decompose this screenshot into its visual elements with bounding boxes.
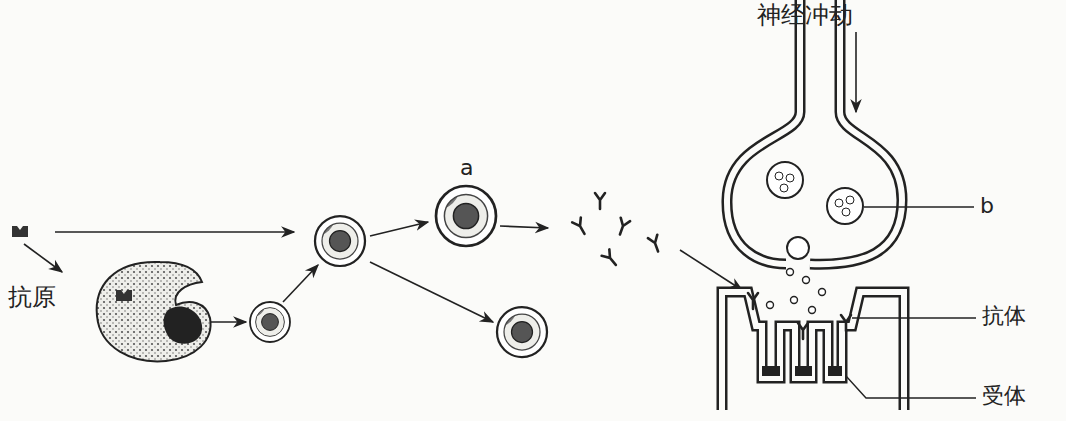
transmitter xyxy=(767,269,826,314)
macrophage xyxy=(97,262,211,361)
vesicle-label: b xyxy=(980,194,994,218)
antigen-label: 抗原 xyxy=(8,284,56,310)
t-cell xyxy=(250,302,290,342)
presynaptic-terminal xyxy=(727,0,902,264)
antibody-label: 抗体 xyxy=(982,304,1026,328)
antibodies xyxy=(572,193,663,268)
plasma-cell xyxy=(436,186,496,246)
cell-label: a xyxy=(460,156,473,180)
postsynaptic-membrane xyxy=(722,292,904,410)
bound-antibodies xyxy=(748,293,851,339)
leader-lines xyxy=(846,207,976,398)
memory-cell xyxy=(497,307,547,357)
stimulus-label: 神经冲动 xyxy=(757,2,853,28)
b-cell xyxy=(315,216,365,266)
receptor-label: 受体 xyxy=(982,384,1026,408)
antigen xyxy=(12,226,28,237)
